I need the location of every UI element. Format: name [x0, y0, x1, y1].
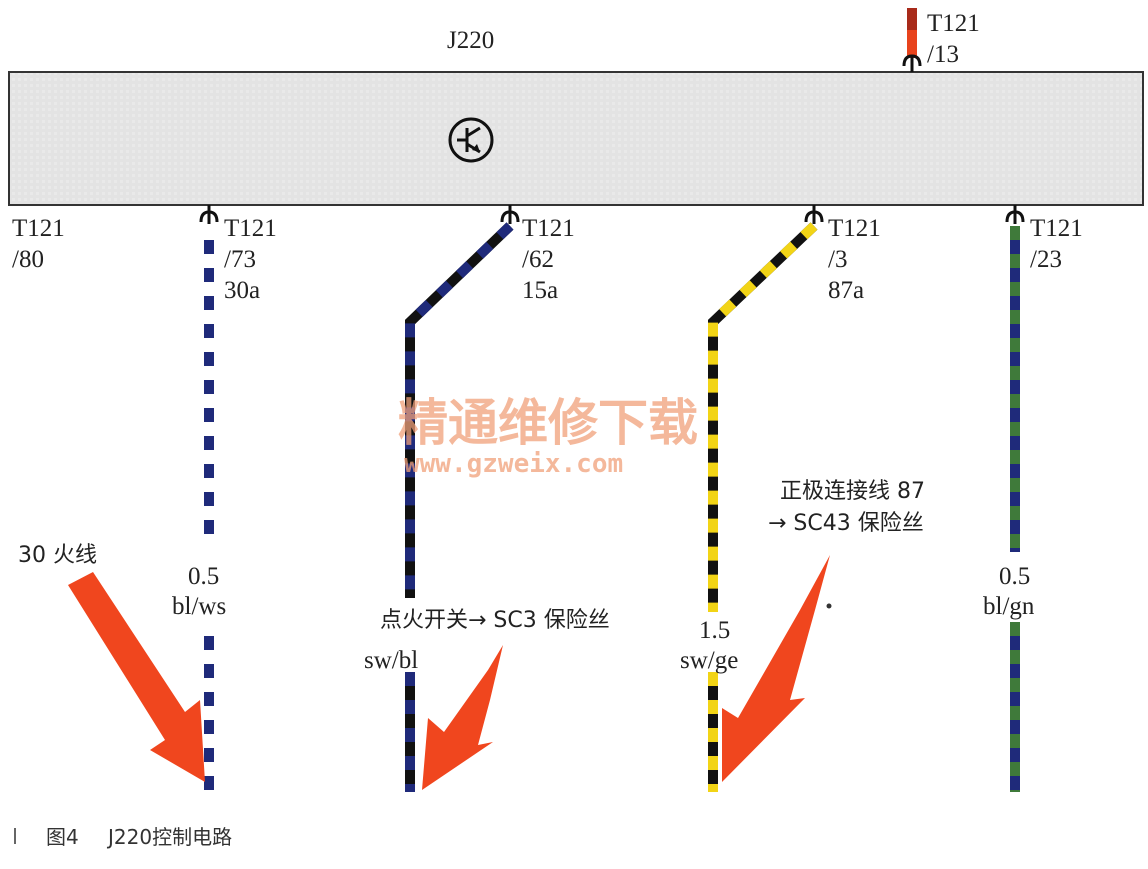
wire-4-size: 0.5: [999, 563, 1030, 590]
annotation-ignition: 点火开关→ SC3 保险丝: [380, 608, 610, 633]
top-wire: [907, 8, 917, 58]
control-module: [8, 71, 1144, 206]
wire-3-segment-1: [708, 222, 818, 612]
connector-pin-icon: [199, 205, 219, 224]
arrow-2-icon: [422, 645, 503, 790]
relay-symbol-icon: [448, 117, 494, 163]
pin-3-number: /3: [828, 246, 847, 273]
wire-1-color-code: bl/ws: [172, 593, 226, 620]
pin-62-number: /62: [522, 246, 554, 273]
pin-62-connector: T121: [522, 215, 575, 242]
pin-80-number: /80: [12, 246, 44, 273]
annotation-positive-line-2: → SC43 保险丝: [768, 511, 924, 536]
wires: [204, 222, 1020, 792]
caption-marker: [14, 828, 16, 844]
arrow-1-icon: [68, 572, 205, 782]
wire-1-size: 0.5: [188, 563, 219, 590]
connector-pin-icon: [804, 205, 824, 224]
pin-73-connector: T121: [224, 215, 277, 242]
arrow-3-icon: [722, 555, 830, 782]
module-label: J220: [447, 27, 494, 54]
pin-3-terminal: 87a: [828, 277, 864, 304]
top-pin-number: /13: [927, 41, 959, 68]
annotation-positive-line-1: 正极连接线 87: [780, 479, 925, 504]
wire-4-color-code: bl/gn: [983, 593, 1035, 620]
caption-title: J220控制电路: [106, 825, 232, 849]
marker-dot: [826, 603, 832, 609]
pin-23-number: /23: [1030, 246, 1062, 273]
pin-73-number: /73: [224, 246, 256, 273]
watermark-title: 精通维修下载: [398, 394, 698, 452]
connector-pin-icon: [1005, 205, 1025, 224]
wire-3-stripe-1: [708, 222, 818, 612]
annotation-fire-wire: 30 火线: [18, 543, 97, 568]
connector-pin-icon: [902, 54, 922, 72]
caption-figure: 图4: [46, 825, 79, 849]
pin-23-connector: T121: [1030, 215, 1083, 242]
watermark-url: www.gzweix.com: [404, 449, 623, 479]
wire-2-color-code: sw/bl: [364, 647, 418, 674]
pin-3-connector: T121: [828, 215, 881, 242]
wire-3-size: 1.5: [699, 617, 730, 644]
wire-2-segment-1: [405, 222, 514, 598]
pin-80-connector: T121: [12, 215, 65, 242]
pin-62-terminal: 15a: [522, 277, 558, 304]
pin-73-terminal: 30a: [224, 277, 260, 304]
connector-pin-icon: [500, 205, 520, 224]
top-pin-connector: T121: [927, 10, 980, 37]
wire-3-color-code: sw/ge: [680, 647, 738, 674]
